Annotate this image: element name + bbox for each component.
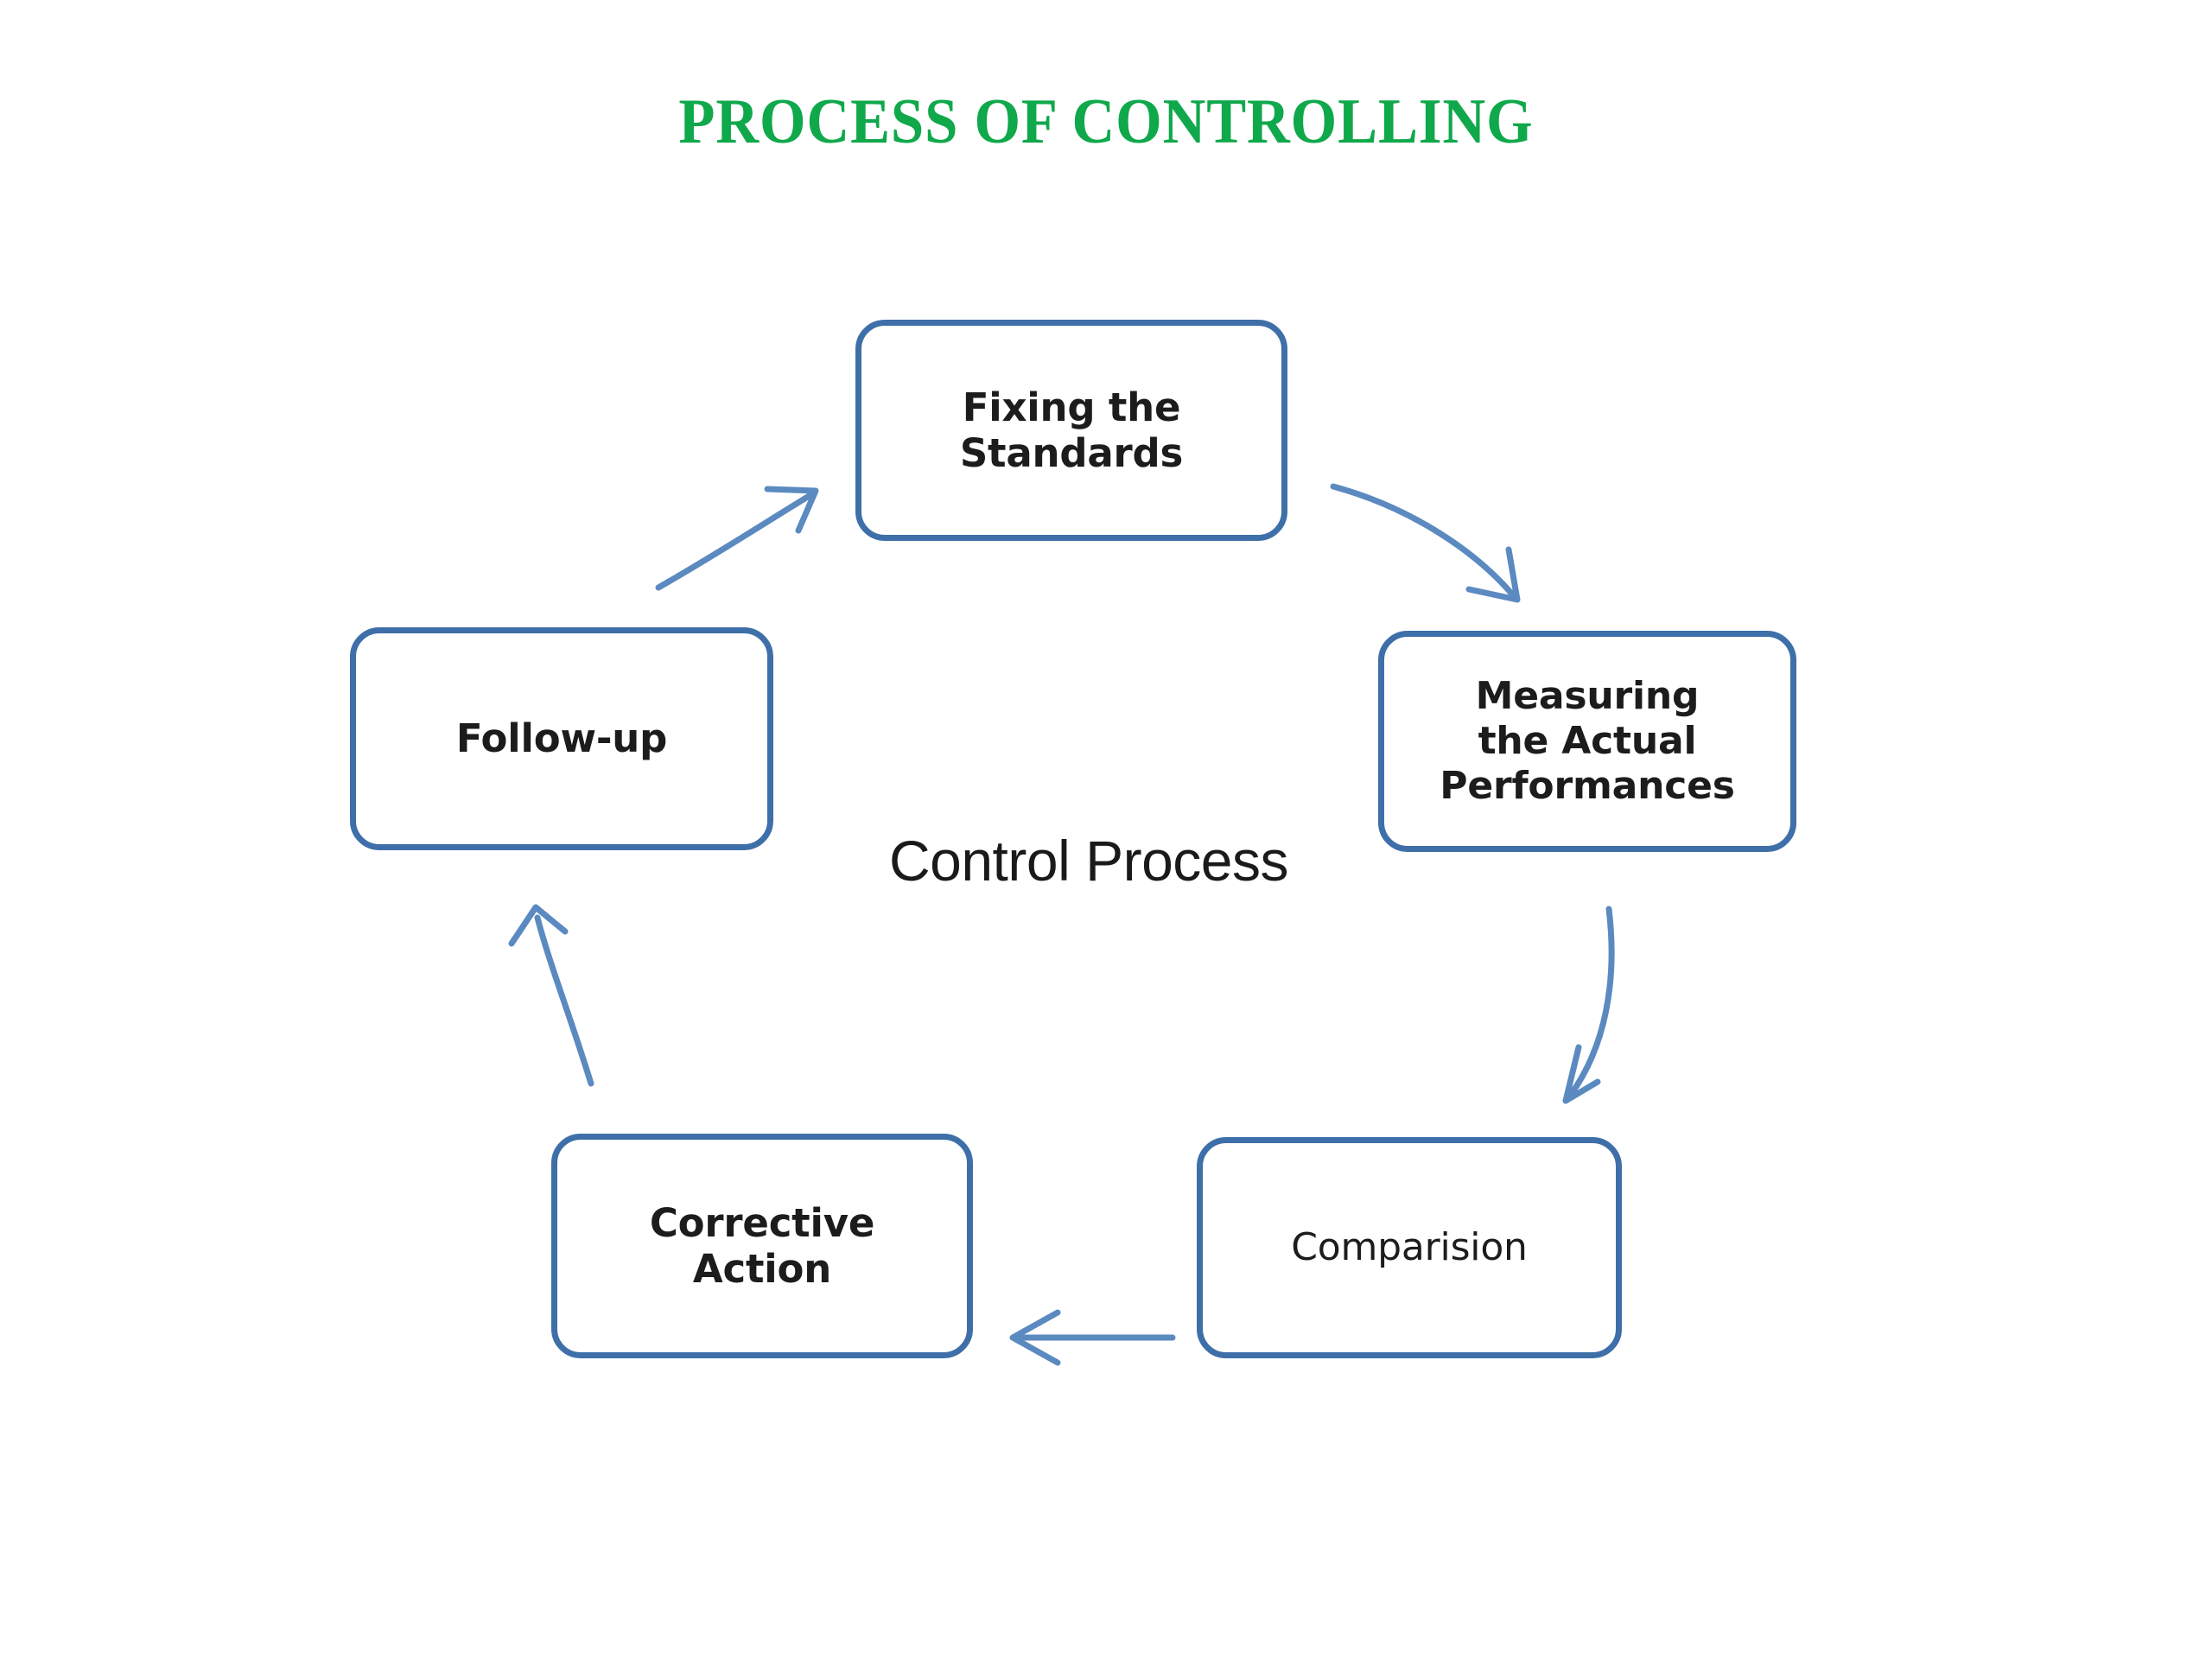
process-node-label: Fixing the Standards xyxy=(959,384,1184,476)
process-node-comparision[interactable]: Comparision xyxy=(1197,1137,1622,1358)
process-node-label: Corrective Action xyxy=(649,1199,875,1292)
arrow-fixing-to-measuring xyxy=(1330,483,1521,603)
process-node-label: Measuring the Actual Performances xyxy=(1440,674,1735,808)
process-node-follow-up[interactable]: Follow-up xyxy=(350,627,773,850)
page-title: PROCESS OF CONTROLLING xyxy=(678,86,1534,157)
process-node-label: Comparision xyxy=(1291,1225,1528,1270)
process-node-corrective-action[interactable]: Corrective Action xyxy=(551,1134,973,1358)
process-node-fixing-the-standards[interactable]: Fixing the Standards xyxy=(855,320,1287,541)
arrow-measuring-to-comparision xyxy=(1562,906,1615,1104)
process-node-label: Follow-up xyxy=(455,715,668,762)
arrow-followup-to-fixing xyxy=(655,486,819,591)
arrow-comparision-to-corrective xyxy=(1009,1309,1176,1366)
arrow-corrective-to-followup xyxy=(508,904,594,1087)
process-node-measuring-the-actual-performances[interactable]: Measuring the Actual Performances xyxy=(1378,631,1796,852)
diagram-center-caption: Control Process xyxy=(888,829,1289,893)
